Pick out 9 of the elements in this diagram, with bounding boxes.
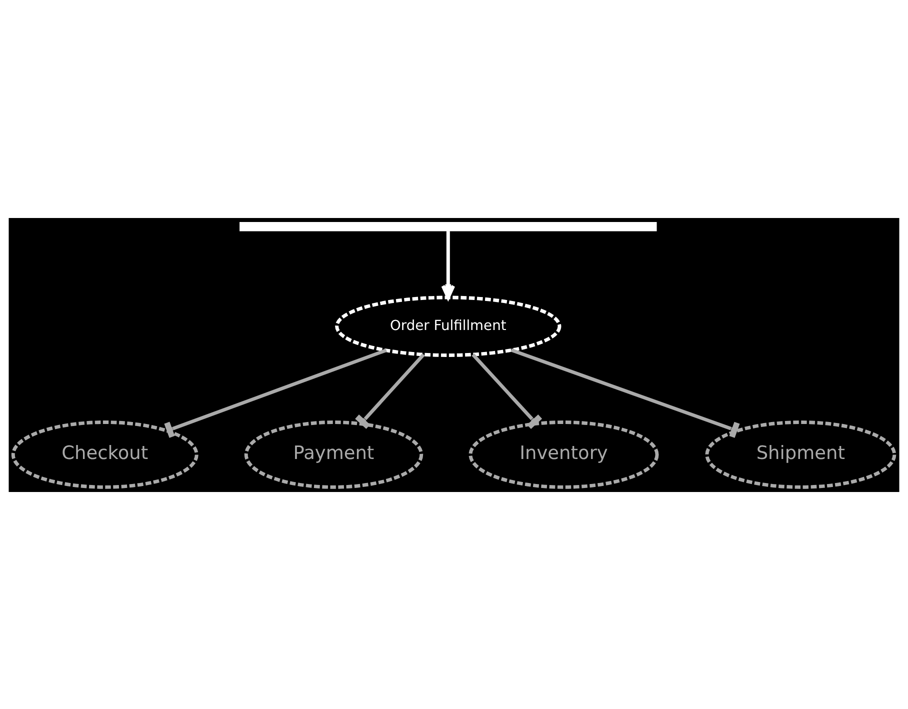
connector	[472, 352, 542, 428]
node-ellipse: Order Fulfillment	[335, 295, 562, 356]
connector	[355, 352, 425, 428]
node-ellipse: Inventory	[468, 420, 659, 488]
connector	[510, 348, 740, 438]
connector	[164, 348, 387, 438]
node-ellipse: Payment	[244, 420, 424, 488]
node-box	[240, 222, 657, 231]
arrow	[441, 230, 456, 299]
